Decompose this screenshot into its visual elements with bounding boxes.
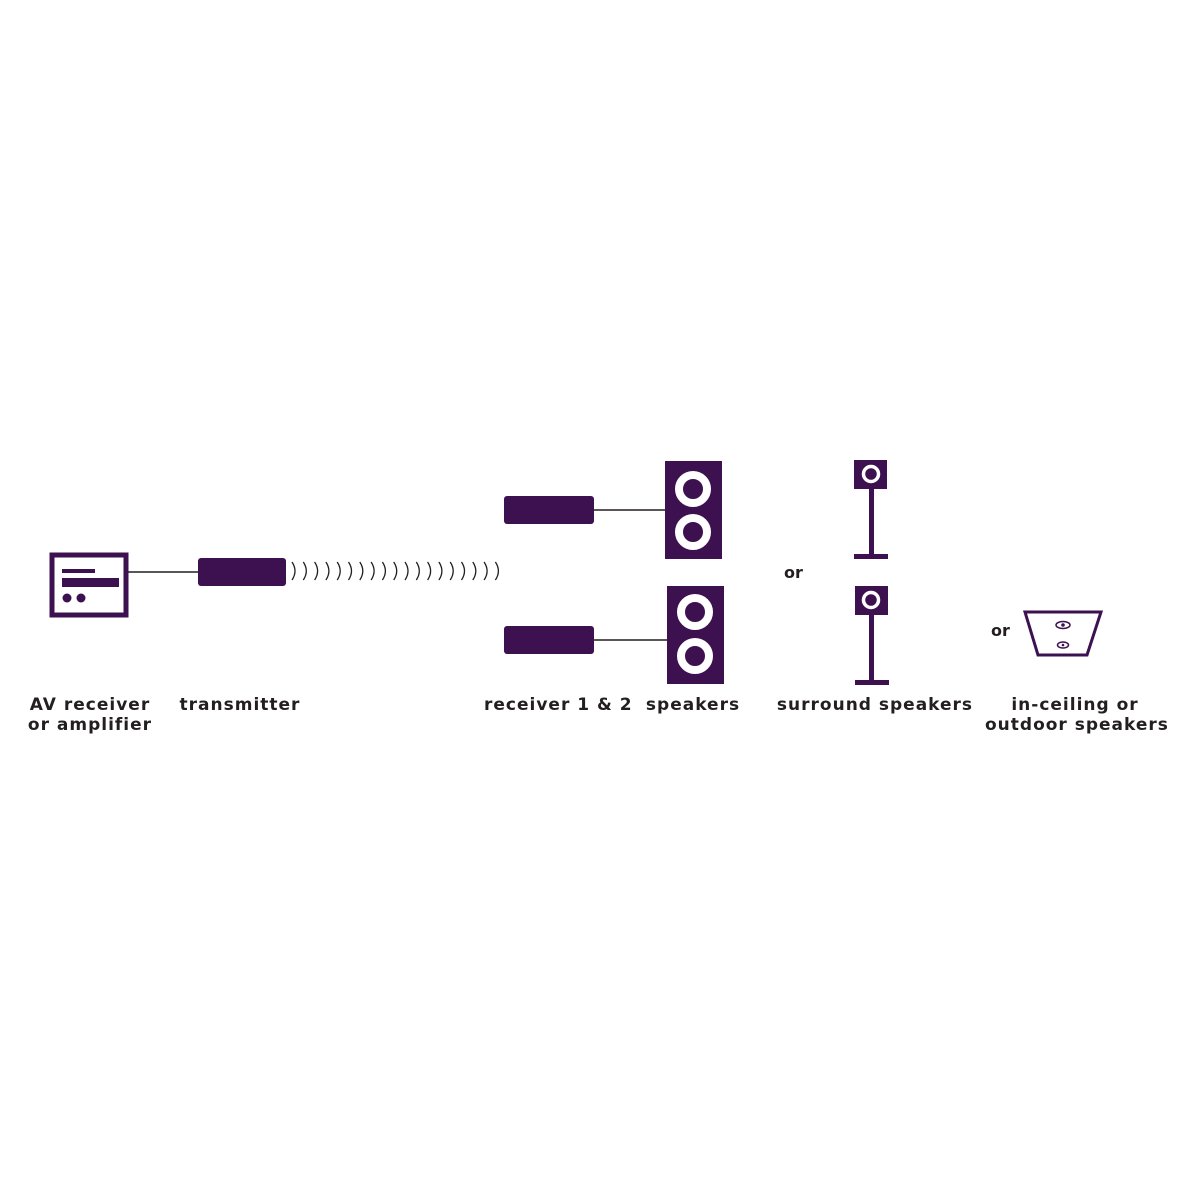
transmitter-label: transmitter bbox=[179, 695, 301, 715]
wireless-arc bbox=[314, 561, 319, 581]
tower-speaker-1-icon bbox=[665, 461, 722, 559]
tower-speaker-2-icon bbox=[667, 586, 724, 684]
wireless-arc bbox=[325, 561, 330, 581]
receiver-1-box-icon bbox=[504, 496, 594, 524]
wireless-arc bbox=[370, 561, 375, 581]
wireless-arc bbox=[438, 561, 443, 581]
surround-speakers-label: surround speakers bbox=[776, 695, 974, 715]
wireless-arc bbox=[393, 561, 398, 581]
stand-speaker-1-icon bbox=[854, 460, 888, 559]
speakers-label: speakers bbox=[645, 695, 741, 715]
wireless-arc bbox=[336, 561, 341, 581]
wireless-arc bbox=[483, 561, 488, 581]
in-ceiling-label-line2: outdoor speakers bbox=[985, 715, 1169, 735]
wireless-arc bbox=[449, 561, 454, 581]
wireless-arc bbox=[415, 561, 420, 581]
av-receiver-icon bbox=[49, 552, 129, 618]
wireless-arc bbox=[472, 561, 477, 581]
wireless-arc bbox=[494, 561, 500, 581]
wireless-arc bbox=[381, 561, 387, 581]
stand-speaker-2-icon bbox=[855, 586, 889, 685]
wireless-arc bbox=[359, 561, 364, 581]
wireless-arc bbox=[404, 561, 409, 581]
wireless-arc bbox=[291, 561, 296, 581]
wireless-signal-icon bbox=[291, 561, 500, 581]
av-receiver-label: AV receiver or amplifier bbox=[20, 695, 160, 735]
in-ceiling-label-line1: in-ceiling or bbox=[1011, 695, 1139, 715]
receiver-label: receiver 1 & 2 bbox=[484, 695, 633, 715]
av-receiver-label-line2: or amplifier bbox=[27, 715, 153, 735]
surround-or-text: or bbox=[784, 563, 803, 582]
wireless-arc bbox=[302, 561, 307, 581]
wireless-arc bbox=[427, 561, 432, 581]
ceiling-or-text: or bbox=[991, 621, 1010, 640]
ceiling-speaker-icon bbox=[1022, 610, 1104, 657]
receiver-2-box-icon bbox=[504, 626, 594, 654]
av-receiver-label-line1: AV receiver bbox=[29, 695, 151, 715]
wireless-arc bbox=[460, 561, 466, 581]
wireless-arc bbox=[347, 561, 353, 581]
transmitter-icon bbox=[198, 558, 286, 586]
in-ceiling-speakers-label: in-ceiling or outdoor speakers bbox=[985, 695, 1169, 735]
